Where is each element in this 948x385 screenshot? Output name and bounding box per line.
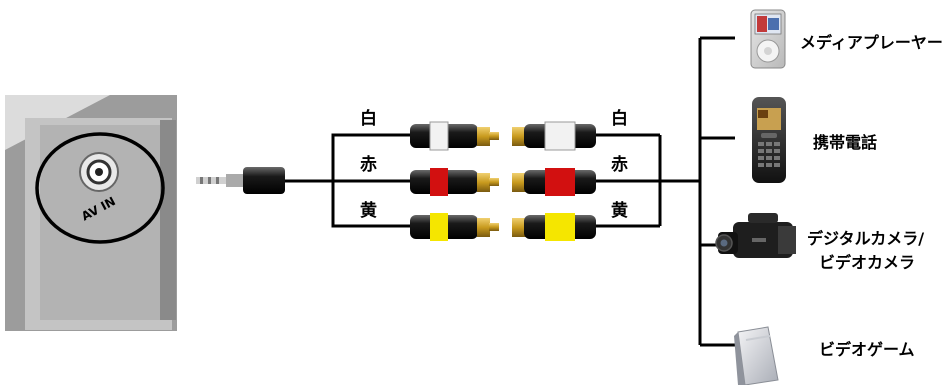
camera-label-line1: デジタルカメラ/: [807, 229, 924, 248]
media-player-label: メディアプレーヤー: [800, 33, 943, 52]
rca-plug-right-yellow: [512, 213, 596, 241]
label-right-yellow: 黄: [611, 200, 628, 221]
mobile-phone-label: 携帯電話: [813, 133, 877, 152]
mini-plug: [196, 167, 285, 194]
label-left-red: 赤: [360, 154, 377, 175]
rca-plug-left-red: [410, 168, 499, 196]
label-left-yellow: 黄: [360, 200, 377, 221]
camcorder-icon: [715, 213, 796, 258]
game-label: ビデオゲーム: [819, 340, 915, 359]
rca-plug-right-white: [512, 121, 596, 151]
game-console-icon: [734, 326, 779, 385]
label-left-white: 白: [360, 108, 377, 129]
camera-label-line2: ビデオカメラ: [819, 253, 915, 272]
port-highlight-circle: [35, 132, 165, 244]
device-av-in-photo: AV IN: [5, 95, 177, 331]
mobile-phone-icon: [752, 97, 786, 183]
rca-plug-left-white: [410, 121, 499, 151]
rca-plug-right-red: [512, 168, 596, 196]
label-right-red: 赤: [611, 154, 628, 175]
media-player-icon: [750, 9, 786, 69]
rca-plug-left-yellow: [410, 213, 499, 241]
cable-lines: [285, 36, 735, 347]
label-right-white: 白: [611, 108, 628, 129]
